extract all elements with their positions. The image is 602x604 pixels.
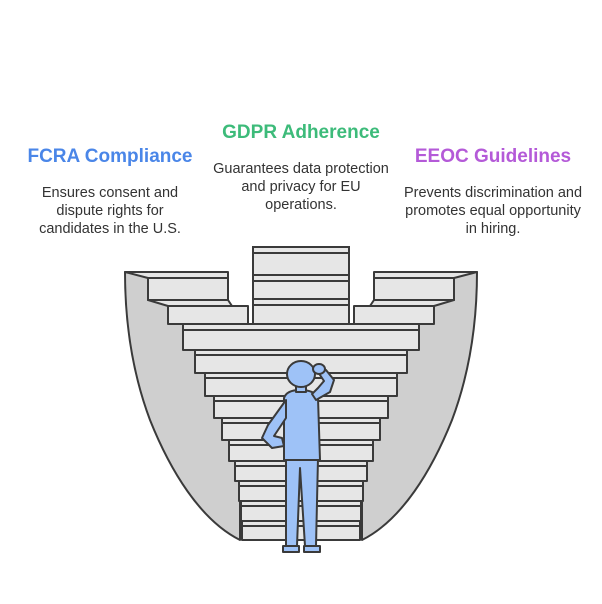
confused-person-icon xyxy=(261,360,335,553)
fcra-title: FCRA Compliance xyxy=(27,146,193,167)
fcra-description: Ensures consent and dispute rights for c… xyxy=(39,185,181,237)
eeoc-title: EEOC Guidelines xyxy=(414,146,572,167)
center-stack-icon xyxy=(252,246,350,325)
gdpr-title: GDPR Adherence xyxy=(222,122,380,143)
gdpr-description: Guarantees data protection and privacy f… xyxy=(213,161,389,213)
right-staircase-icon xyxy=(353,271,478,325)
left-staircase-icon xyxy=(124,271,249,325)
eeoc-description: Prevents discrimination and promotes equ… xyxy=(403,185,583,237)
